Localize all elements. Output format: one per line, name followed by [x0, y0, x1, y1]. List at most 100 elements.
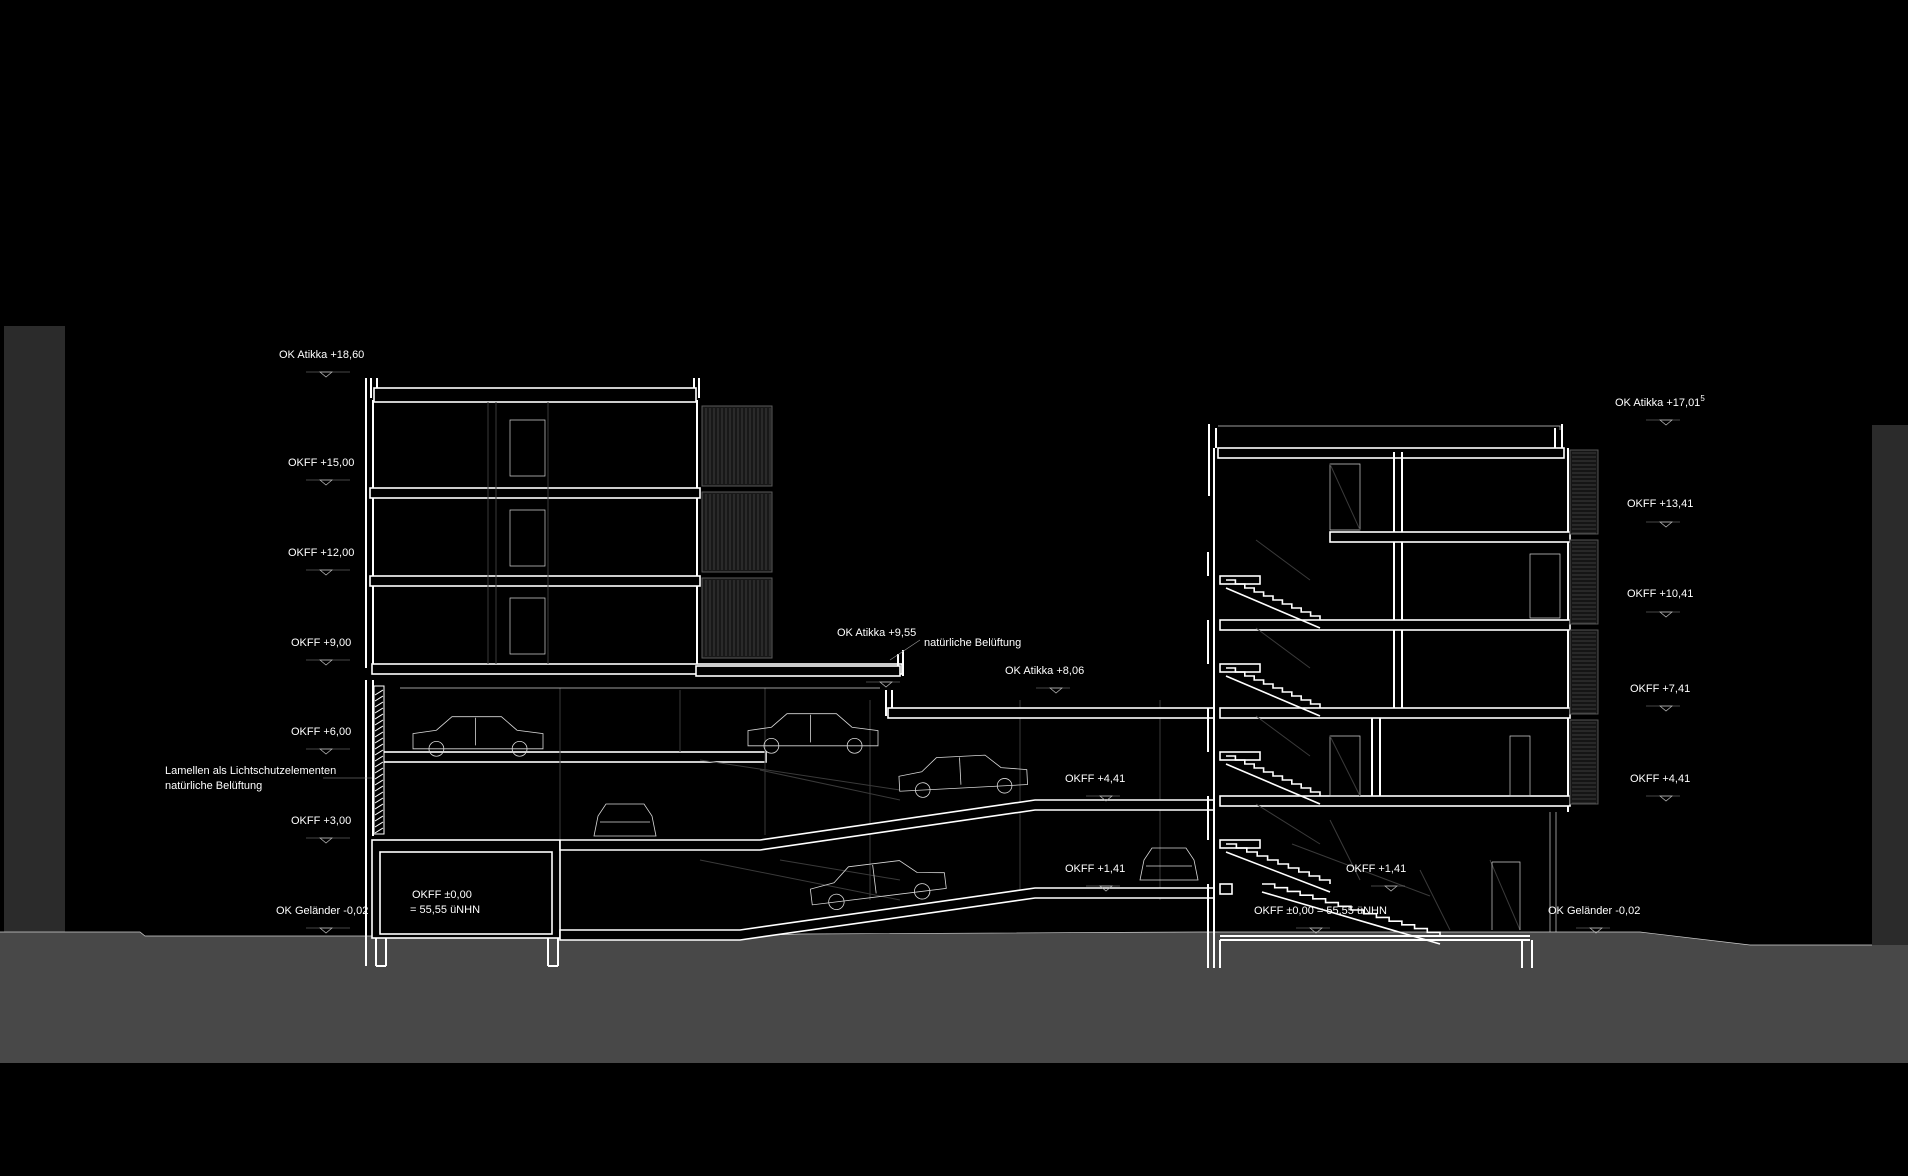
label-upper-roof: OK Atikka +9,55 — [837, 627, 916, 639]
car-wheel — [828, 893, 845, 910]
lamella — [374, 767, 384, 774]
label-ramp-lower: OKFF +1,41 — [1065, 863, 1125, 875]
label-ramp-upper: OKFF +4,41 — [1065, 773, 1125, 785]
level-marker — [1659, 611, 1673, 618]
lamella — [374, 689, 384, 696]
car-body — [412, 716, 544, 750]
level-marker — [319, 748, 333, 755]
level-marker — [1589, 927, 1603, 934]
lamella — [374, 797, 384, 804]
level-marker — [319, 371, 333, 378]
lamella — [374, 827, 384, 834]
ground-floor-label-2: = 55,55 üNHN — [410, 904, 480, 916]
lamella — [374, 815, 384, 822]
stair-ghost — [1255, 715, 1311, 757]
level-label-right-roof: OK Atikka +17,015 — [1615, 394, 1705, 409]
stair-soffit — [1225, 763, 1321, 805]
lamella — [374, 791, 384, 798]
car-wheel — [915, 782, 931, 798]
car-wheel — [846, 737, 863, 754]
right-facade-panels — [1569, 449, 1599, 805]
level-label-left-roof: OK Atikka +18,60 — [279, 349, 364, 361]
stair-flight — [1226, 667, 1321, 708]
stair-flight — [1226, 579, 1321, 620]
level-marker — [879, 681, 893, 688]
level-marker — [1049, 687, 1063, 694]
car-body — [747, 713, 879, 747]
stair-soffit — [1225, 851, 1331, 893]
note-lamellae: Lamellen als Lichtschutzelementen — [165, 765, 336, 777]
level-label-right-4: OKFF +13,41 — [1627, 498, 1693, 510]
level-marker — [319, 927, 333, 934]
car — [747, 713, 879, 754]
level-label-left-4: OKFF +15,00 — [288, 457, 354, 469]
lamella — [374, 743, 384, 750]
car-front — [1139, 847, 1199, 881]
stair-soffit — [1225, 675, 1321, 717]
level-marker — [1099, 885, 1113, 892]
car-door — [959, 757, 962, 785]
stair-soffit — [1225, 587, 1321, 629]
lamella — [374, 755, 384, 762]
neighbour-building-left — [4, 326, 65, 932]
car — [412, 716, 544, 757]
lamella — [374, 713, 384, 720]
stair-flight — [1226, 843, 1331, 884]
level-label-right-1: OKFF +4,41 — [1630, 773, 1690, 785]
car-wheel — [914, 883, 931, 900]
lamella — [374, 779, 384, 786]
level-marker — [1659, 419, 1673, 426]
right-building — [1207, 424, 1599, 968]
car — [898, 754, 1028, 798]
level-label-left-3: OKFF +12,00 — [288, 547, 354, 559]
lamella — [374, 701, 384, 708]
lamella — [374, 737, 384, 744]
lamella — [374, 761, 384, 768]
label-stair-level: OKFF +1,41 — [1346, 863, 1406, 875]
ground-floor-label-1: OKFF ±0,00 — [412, 889, 472, 901]
lamella — [374, 719, 384, 726]
lamella — [374, 821, 384, 828]
lamella — [374, 707, 384, 714]
lamella — [374, 749, 384, 756]
lamella — [374, 809, 384, 816]
lamella — [374, 695, 384, 702]
level-marker — [1659, 795, 1673, 802]
label-right-railing: OK Geländer -0,02 — [1548, 905, 1640, 917]
lamella — [374, 785, 384, 792]
stair-flight — [1226, 755, 1321, 796]
stair-ghost — [1255, 627, 1311, 669]
stair-soffit — [1261, 891, 1441, 945]
stair-ghost — [1255, 539, 1311, 581]
level-marker — [1659, 521, 1673, 528]
level-marker — [1309, 927, 1323, 934]
level-marker — [1384, 885, 1398, 892]
labels: OK Atikka +18,60 OKFF +15,00 OKFF +12,00… — [165, 349, 1705, 917]
level-marker — [319, 479, 333, 486]
level-marker — [319, 837, 333, 844]
level-marker — [1099, 795, 1113, 802]
car-door — [872, 864, 877, 894]
car-wheel — [428, 740, 445, 757]
car-body — [898, 754, 1028, 792]
level-marker — [319, 659, 333, 666]
car-front — [593, 803, 657, 837]
label-ventilation: natürliche Belüftung — [924, 637, 1021, 649]
car — [809, 860, 947, 910]
level-label-left-2: OKFF +9,00 — [291, 637, 351, 649]
car-front-body — [1139, 847, 1199, 881]
car-wheel — [763, 737, 780, 754]
lamella — [374, 731, 384, 738]
staircase — [1225, 539, 1441, 945]
level-label-left-railing: OK Geländer -0,02 — [276, 905, 368, 917]
lamella — [374, 725, 384, 732]
ground-terrain — [0, 932, 1908, 1063]
label-lower-roof: OK Atikka +8,06 — [1005, 665, 1084, 677]
level-label-left-0: OKFF +3,00 — [291, 815, 351, 827]
lamellae-frame — [373, 685, 385, 835]
parked-cars — [412, 713, 1199, 910]
level-marker — [1659, 705, 1673, 712]
level-label-right-3: OKFF +10,41 — [1627, 588, 1693, 600]
note-ventilation-left: natürliche Belüftung — [165, 780, 262, 792]
